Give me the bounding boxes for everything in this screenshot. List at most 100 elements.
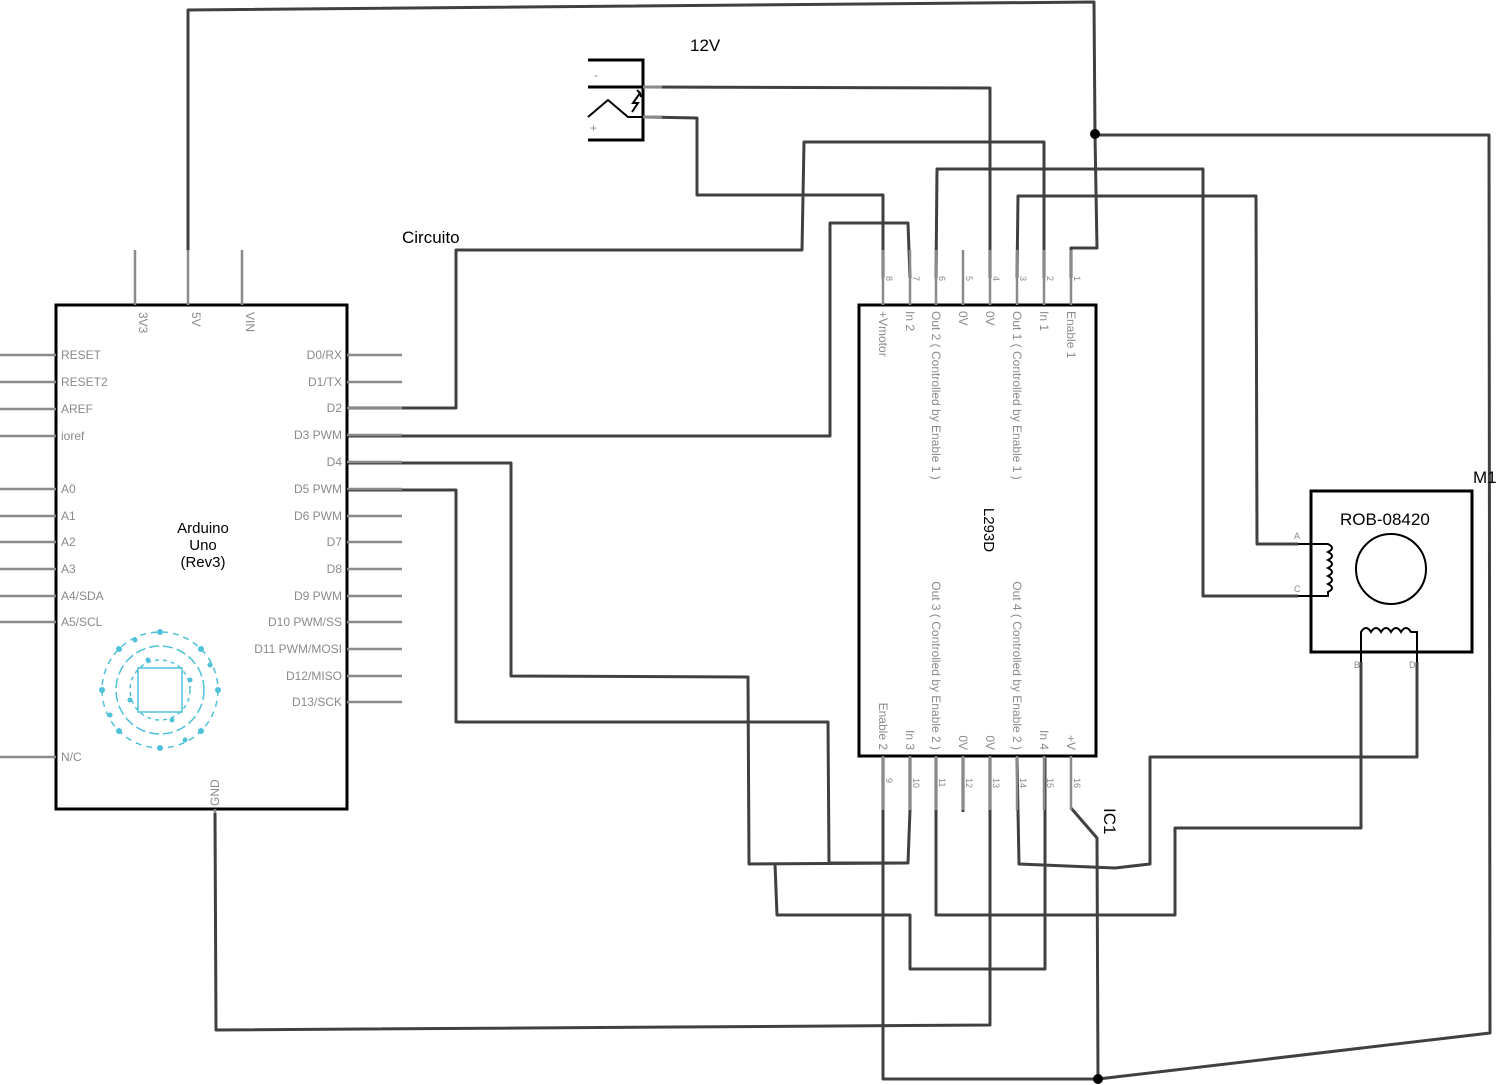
motor-pin-b: B [1354,660,1360,670]
wires [186,0,1492,1084]
arduino-pin-label: 5V [189,312,203,327]
arduino-pin-label: D3 PWM [294,428,342,442]
arduino-pin-label: A3 [61,562,76,576]
wire-out3-b [934,662,1363,917]
motor-pin-a: A [1294,531,1300,541]
arduino-title-2: Uno [189,537,217,554]
ic-pin-label: Enable 1 [1064,311,1078,359]
ic-pin-label: 0V [956,311,970,326]
wire-in4-route [773,758,1047,971]
arduino-gnd-label: GND [208,779,222,806]
arduino-pin-label: A2 [61,535,76,549]
ic-pin-number: 16 [1072,778,1082,788]
ic-pin-label: In 4 [1037,730,1051,750]
arduino-pin-label: RESET2 [61,375,108,389]
wire-out4-d [1015,662,1419,870]
ic-pin-number: 11 [937,778,947,787]
ic-pin-label: +V [1064,735,1078,750]
arduino-pin-label: D1/TX [308,375,342,389]
ic-ref-label: IC1 [1100,808,1119,834]
junction-dot-top [1090,129,1100,139]
ic-pin-number: 10 [911,778,921,788]
arduino-pin-label: D9 PWM [294,589,342,603]
arduino-pin-label: D10 PWM/SS [268,615,342,629]
jack-minus-label: - [594,68,598,82]
arduino-top-pins: 3V3 5V VIN [133,250,257,334]
wire-12v-minus [644,85,992,278]
ic-pin-label: In 3 [903,730,917,750]
arduino-pin-label: VIN [243,312,257,332]
arduino-pin-label: D11 PWM/MOSI [254,642,342,656]
ic-pin-number: 14 [1018,778,1028,788]
ic-pin-number: 4 [991,276,1001,281]
ic-pin-number: 7 [911,276,921,281]
arduino-pin-label: 3V3 [136,312,150,334]
arduino-pin-label: D6 PWM [294,509,342,523]
ic-pin-label: Enable 2 [876,703,890,751]
ic-pin-number: 13 [991,778,1001,788]
arduino-pin-label: D4 [327,455,343,469]
arduino-pin-label: D12/MISO [286,669,342,683]
motor-part-label: ROB-08420 [1340,510,1430,529]
wire-enable1 [1069,134,1099,278]
ic-pin-label: Out 4 ( Controlled by Enable 2 ) [1010,581,1024,750]
motor-pin-c: C [1294,584,1301,594]
arduino-pin-label: D8 [327,562,343,576]
ic-part-label: L293D [980,508,997,552]
arduino-pin-label: D7 [327,535,343,549]
arduino-title-1: Arduino [177,520,229,537]
wire-d3-in2 [348,221,912,438]
stepper-motor: A C B D ROB-08420 M1 [1294,468,1497,670]
ic-pin-label: In 1 [1037,311,1051,331]
wire-gnd [213,758,992,1032]
motor-pin-d: D [1409,660,1416,670]
ic-pin-label: Out 1 ( Controlled by Enable 1 ) [1010,311,1024,480]
arduino-pin-label: ioref [61,429,85,443]
arduino-pin-label: A4/SDA [61,589,104,603]
arduino-pin-label: N/C [61,750,82,764]
ic-pin-number: 8 [884,276,894,281]
ic-pin-label: 0V [983,735,997,750]
ic-pin-number: 15 [1045,778,1055,788]
arduino-logo-icon [99,629,221,751]
wire-d5-in4 [348,488,908,865]
ic-pin-label: 0V [983,311,997,326]
arduino-pin-label: D2 [327,401,343,415]
power-jack: - + 12V [587,36,721,142]
ic-pin-label: 0V [956,735,970,750]
wire-out1-a [1015,194,1298,546]
net-label: Circuito [402,228,460,247]
arduino-pin-label: D5 PWM [294,482,342,496]
motor-ref-label: M1 [1473,468,1497,487]
ic-pin-label: +Vmotor [876,311,890,357]
ic-pin-number: 6 [937,276,947,281]
arduino-title-3: (Rev3) [180,554,225,571]
ic-pin-number: 1 [1072,276,1082,281]
arduino-pin-label: A5/SCL [61,615,103,629]
wire-out2-c [934,167,1298,598]
ic-pin-label: Out 2 ( Controlled by Enable 1 ) [929,311,943,480]
arduino-pin-label: RESET [61,348,102,362]
supply-label: 12V [690,36,721,55]
ic-pin-number: 3 [1018,276,1028,281]
ic-pin-number: 5 [964,276,974,281]
junction-dot-bottom [1093,1074,1103,1084]
arduino-pin-label: A0 [61,482,76,496]
ic-pin-number: 12 [964,778,974,788]
ic-pin-label: Out 3 ( Controlled by Enable 2 ) [929,581,943,750]
jack-plus-label: + [590,121,597,135]
arduino-pin-label: D13/SCK [292,695,342,709]
ic-pin-label: In 2 [903,311,917,331]
ic-pin-number: 2 [1045,276,1055,281]
arduino-pin-label: A1 [61,509,76,523]
wire-d2-in1 [348,140,1046,410]
arduino-pin-label: AREF [61,402,93,416]
wire-d4-in3 [348,461,912,866]
